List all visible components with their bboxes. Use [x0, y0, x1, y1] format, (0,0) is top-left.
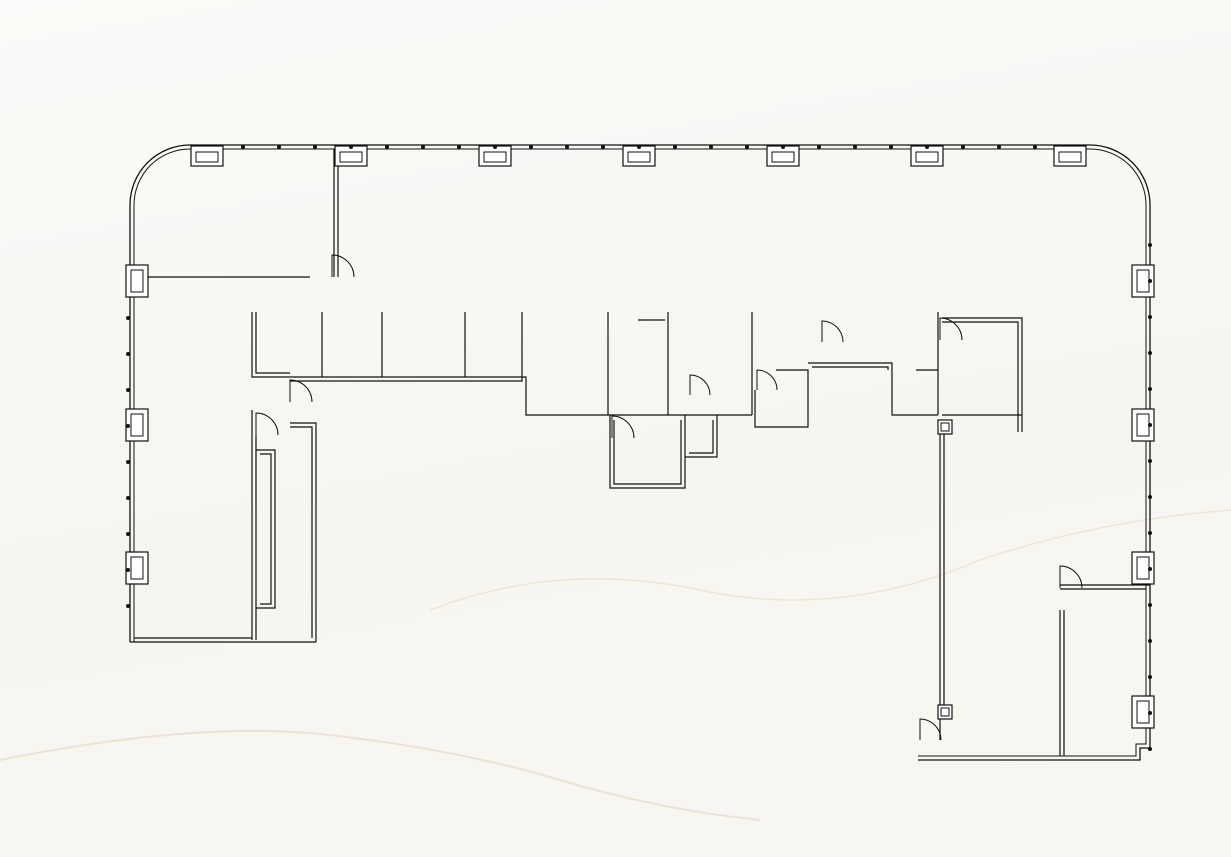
mullion [126, 496, 130, 500]
door-swing-icon [939, 317, 963, 341]
window-frame [339, 151, 363, 163]
mullion [601, 145, 605, 149]
mullion [853, 145, 857, 149]
mullion [1148, 675, 1152, 679]
mullion [457, 145, 461, 149]
mullion [385, 145, 389, 149]
window-top [1053, 145, 1087, 167]
interior-wall [290, 312, 523, 382]
mullion [1148, 747, 1152, 751]
door-swing-icon [756, 369, 778, 391]
interior-wall [942, 321, 1019, 432]
mullion [126, 460, 130, 464]
column-inner [940, 707, 950, 717]
mullion [349, 145, 353, 149]
mullion [126, 316, 130, 320]
mullion [1148, 351, 1152, 355]
mullion [126, 532, 130, 536]
marble-vein [0, 729, 761, 821]
mullion [889, 145, 893, 149]
mullion [126, 424, 130, 428]
interior-wall [812, 366, 889, 370]
mullion [1148, 459, 1152, 463]
interior-wall [689, 420, 714, 454]
mullion [1148, 423, 1152, 427]
interior-wall [251, 312, 752, 416]
interior-wall [256, 449, 276, 609]
interior-wall [942, 317, 1023, 432]
mullion [126, 388, 130, 392]
mullion [1148, 243, 1152, 247]
door-swing-icon [1059, 565, 1083, 589]
door-swing-icon [689, 374, 711, 396]
mullion [1148, 711, 1152, 715]
interior-wall [290, 422, 317, 642]
door-swing-icon [611, 415, 635, 439]
column [937, 419, 953, 435]
mullion [565, 145, 569, 149]
mullion [1148, 315, 1152, 319]
window-frame [915, 151, 939, 163]
mullion [313, 145, 317, 149]
interior-wall [255, 312, 290, 374]
mullion [1033, 145, 1037, 149]
mullion [277, 145, 281, 149]
window-frame [130, 556, 144, 580]
mullion [1148, 639, 1152, 643]
mullion [673, 145, 677, 149]
window-frame [1058, 151, 1082, 163]
mullion [997, 145, 1001, 149]
column-inner [940, 422, 950, 432]
door-swing-icon [289, 379, 313, 403]
mullion [126, 604, 130, 608]
mullion [961, 145, 965, 149]
window-frame [130, 269, 144, 293]
interior-wall [808, 362, 938, 416]
interior-wall [754, 369, 809, 428]
mullion [126, 352, 130, 356]
mullion [781, 145, 785, 149]
mullion [493, 145, 497, 149]
mullion [925, 145, 929, 149]
window-frame [483, 151, 507, 163]
door-swing-icon [255, 412, 279, 436]
column [937, 704, 953, 720]
mullion [421, 145, 425, 149]
mullion [1148, 603, 1152, 607]
door-swing-icon [919, 718, 942, 741]
window-frame [771, 151, 795, 163]
interior-wall [609, 415, 686, 489]
mullion [709, 145, 713, 149]
mullion [817, 145, 821, 149]
mullion [1148, 279, 1152, 283]
mullion [1148, 495, 1152, 499]
mullion [1148, 567, 1152, 571]
mullion [1148, 387, 1152, 391]
door-swing-icon [331, 254, 355, 278]
interior-wall [290, 426, 313, 638]
window-top [190, 145, 224, 167]
window-frame [627, 151, 651, 163]
exterior-wall-bottom [130, 637, 316, 643]
mullion [637, 145, 641, 149]
interior-wall [685, 415, 718, 458]
exterior-wall [129, 144, 1151, 761]
window-frame [195, 151, 219, 163]
mullion [529, 145, 533, 149]
interior-wall [260, 453, 272, 605]
interior-wall [613, 420, 682, 485]
mullion [241, 145, 245, 149]
window-frame [130, 413, 144, 437]
door-swing-icon [821, 320, 844, 343]
mullion [1148, 531, 1152, 535]
mullion [745, 145, 749, 149]
mullion [126, 568, 130, 572]
exterior-wall-inner [133, 148, 1147, 757]
marble-vein [429, 509, 1231, 611]
